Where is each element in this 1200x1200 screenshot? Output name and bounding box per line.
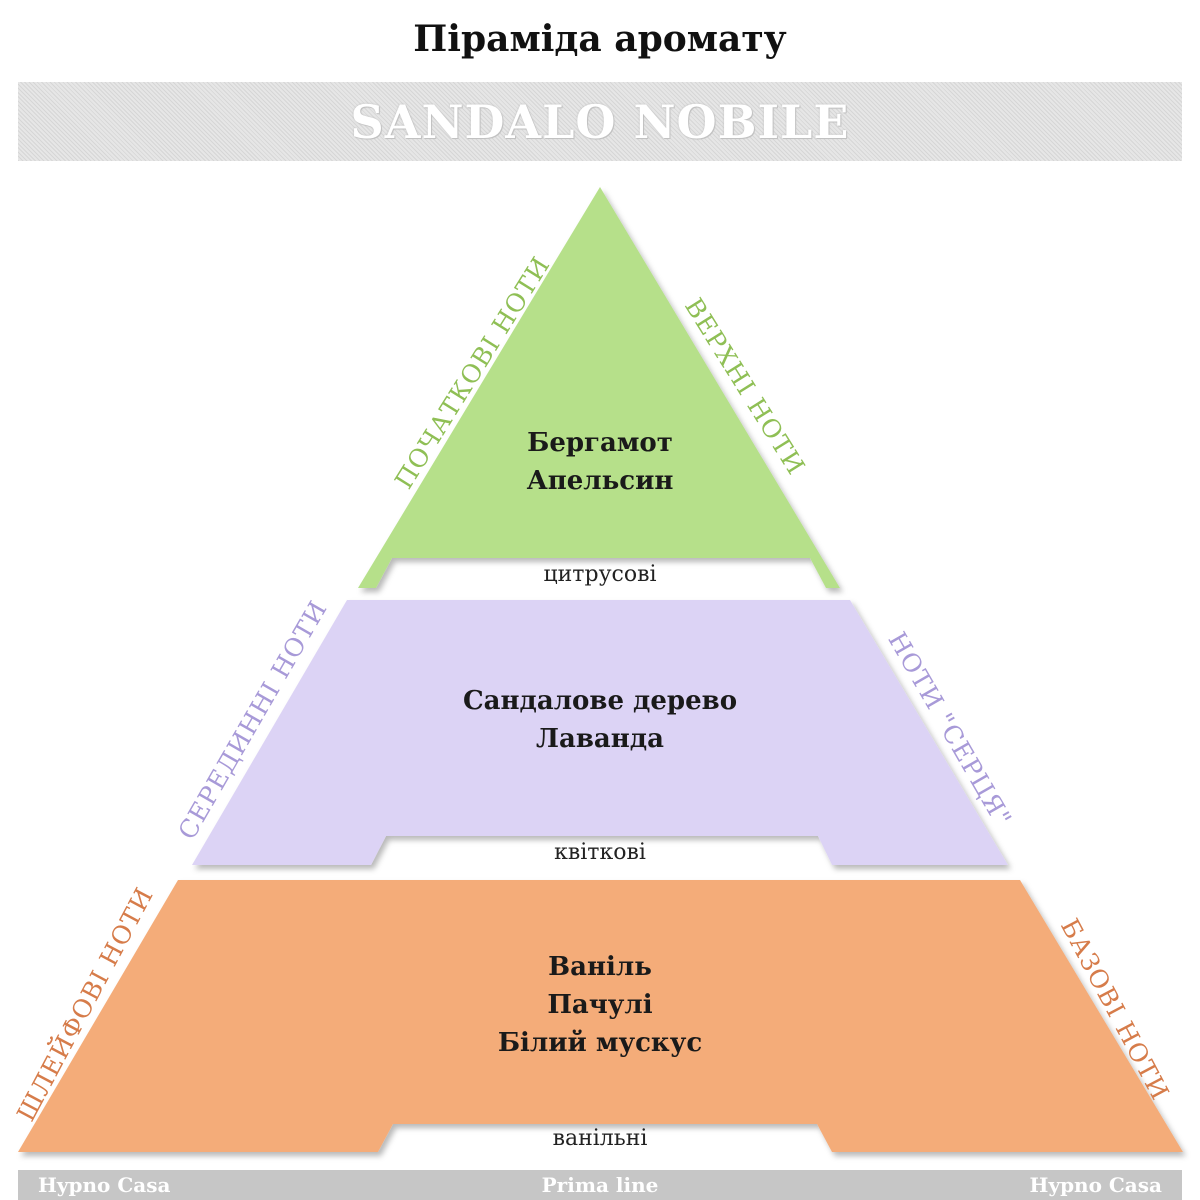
footer-brand-right: Hypno Casa: [1029, 1173, 1162, 1197]
bottom-note: Пачулі: [547, 990, 653, 1020]
footer-line-name: Prima line: [541, 1173, 659, 1197]
middle-note: Сандалове дерево: [462, 686, 738, 716]
pyramid-tier-middle: [192, 600, 1008, 865]
top-family: цитрусові: [543, 562, 657, 587]
bottom-note: Ваніль: [548, 952, 652, 982]
middle-family: квіткові: [554, 840, 646, 865]
footer-brand-left: Hypno Casa: [38, 1173, 171, 1197]
top-note: Апельсин: [526, 466, 674, 496]
middle-note: Лаванда: [536, 724, 664, 754]
bottom-family: ванільні: [552, 1126, 648, 1151]
top-note: Бергамот: [527, 428, 673, 458]
product-name: SANDALO NOBILE: [350, 94, 850, 149]
product-banner: SANDALO NOBILE: [18, 82, 1182, 161]
page-title: Піраміда аромату: [413, 18, 787, 60]
top-notes: Бергамот Апельсин: [0, 424, 1200, 500]
middle-notes: Сандалове дерево Лаванда: [0, 682, 1200, 758]
bottom-notes: Ваніль Пачулі Білий мускус: [0, 948, 1200, 1062]
footer-bar: Hypno Casa Prima line Hypno Casa: [18, 1170, 1182, 1200]
bottom-note: Білий мускус: [497, 1028, 703, 1058]
pyramid-tier-bottom: [18, 880, 1183, 1152]
pyramid-tier-top: [358, 187, 840, 588]
